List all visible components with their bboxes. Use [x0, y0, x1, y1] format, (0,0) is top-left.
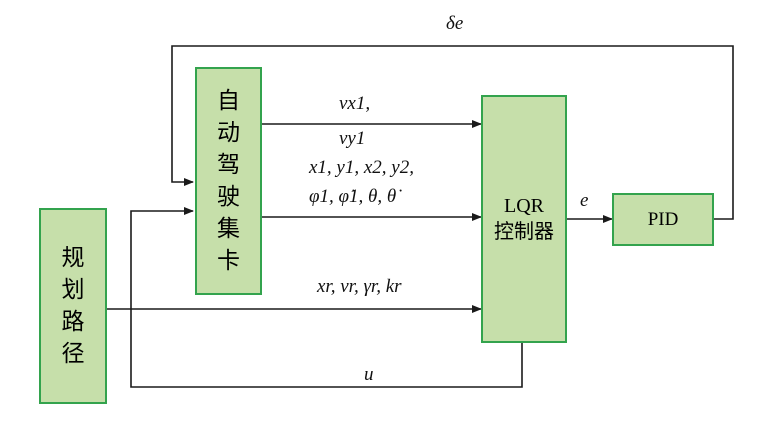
pid-block: PID — [612, 193, 714, 246]
reference-signal-label: xr, vr, γr, kr — [317, 276, 402, 297]
feedback-signal-label: δe — [446, 13, 464, 34]
autopilot-truck-label: 自动驾驶集卡 — [216, 88, 240, 274]
path-planning-block: 规划路径 — [39, 208, 107, 404]
error-signal-label: e — [580, 190, 589, 211]
state-signal-label-1: x1, y1, x2, y2, — [309, 157, 414, 178]
pid-label: PID — [647, 208, 679, 230]
control-signal-label: u — [364, 364, 374, 385]
state-signal-label-2: φ1, φ̇1, θ, θ̇ — [309, 186, 397, 207]
path-planning-label: 规划路径 — [61, 245, 85, 367]
autopilot-truck-block: 自动驾驶集卡 — [195, 67, 262, 295]
velocity-signal-label-2: vy1 — [339, 128, 366, 149]
feedback-loop-arrow — [171, 45, 734, 220]
control-loop-arrow — [130, 207, 523, 388]
lqr-controller-block: LQR 控制器 — [481, 95, 567, 343]
velocity-signal-label-1: vx1, — [339, 93, 371, 114]
controller-label: 控制器 — [494, 221, 554, 243]
lqr-label: LQR — [504, 195, 544, 217]
